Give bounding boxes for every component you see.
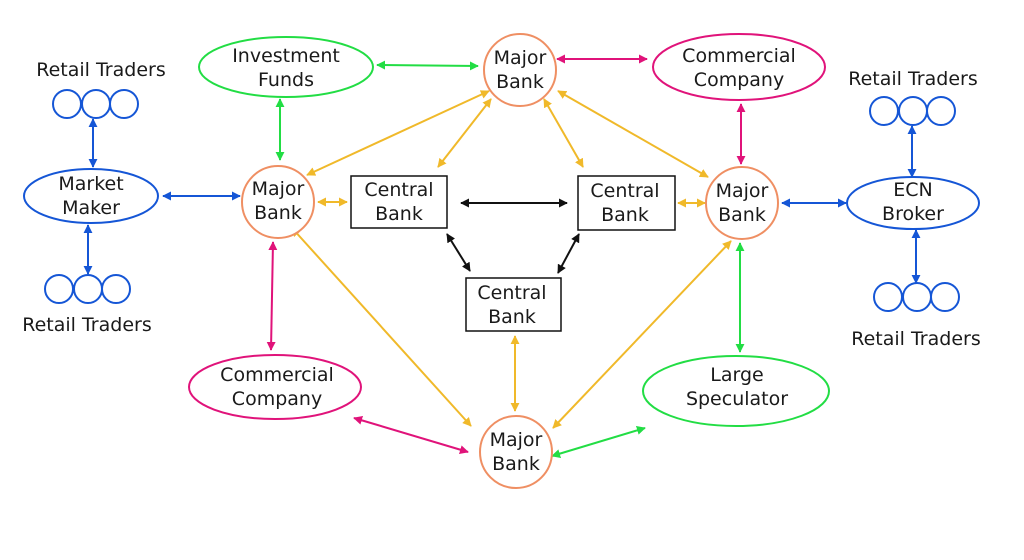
retail-traders-bottom-right xyxy=(873,282,960,312)
market-maker: Market Maker xyxy=(23,168,159,224)
major-bank-bottom: Major Bank xyxy=(479,415,553,489)
retail-trader-circle xyxy=(101,274,131,304)
commercial-company-bottom-line1: Commercial xyxy=(220,364,334,386)
market-maker-line2: Maker xyxy=(62,197,120,219)
investment-funds-line2: Funds xyxy=(258,69,314,91)
link-central-left-central-bottom xyxy=(446,233,471,272)
major-bank-left-line1: Major xyxy=(252,178,305,200)
major-bank-top: Major Bank xyxy=(483,33,557,107)
central-bank-bottom-line1: Central xyxy=(477,282,546,304)
retail-trader-circle xyxy=(109,89,139,119)
retail-traders-bottom-left xyxy=(44,274,131,304)
link-left-bank-bottom-bank xyxy=(291,227,472,427)
retail-trader-circle xyxy=(73,274,103,304)
ecn-broker-line2: Broker xyxy=(882,203,944,225)
large-speculator-line1: Large xyxy=(710,364,763,386)
major-bank-bottom-line1: Major xyxy=(490,429,543,451)
link-central-right-central-bottom xyxy=(557,233,580,274)
commercial-company-bottom-line2: Company xyxy=(232,388,322,410)
central-bank-left-line1: Central xyxy=(364,179,433,201)
large-speculator-line2: Speculator xyxy=(686,388,788,410)
major-bank-right-line1: Major xyxy=(716,180,769,202)
retail-trader-circle xyxy=(930,282,960,312)
retail-trader-circle xyxy=(81,89,111,119)
retail-traders-bottom-right-label: Retail Traders xyxy=(851,328,980,350)
commercial-company-top-line1: Commercial xyxy=(682,45,796,67)
retail-trader-circle xyxy=(898,96,928,126)
link-top-bank-central-right xyxy=(543,98,584,168)
major-bank-top-line1: Major xyxy=(494,47,547,69)
central-bank-right-line2: Bank xyxy=(601,204,649,226)
central-bank-left: Central Bank xyxy=(350,175,448,229)
market-maker-line1: Market xyxy=(58,173,123,195)
central-bank-right: Central Bank xyxy=(577,175,676,231)
link-left-bank-commercial-bottom xyxy=(266,241,278,351)
retail-traders-top-left-label: Retail Traders xyxy=(36,59,165,81)
retail-traders-top-right-label: Retail Traders xyxy=(848,68,977,90)
major-bank-left: Major Bank xyxy=(241,165,315,239)
link-right-bank-bottom-bank xyxy=(552,240,732,429)
retail-traders-bottom-left-label: Retail Traders xyxy=(22,314,151,336)
commercial-company-bottom: Commercial Company xyxy=(188,354,362,420)
commercial-company-top: Commercial Company xyxy=(652,33,826,101)
retail-trader-circle xyxy=(926,96,956,126)
link-top-bank-central-left xyxy=(437,98,492,168)
link-investment-top-bank xyxy=(376,60,479,71)
retail-traders-top-right xyxy=(869,96,956,126)
major-bank-left-line2: Bank xyxy=(254,202,302,224)
major-bank-top-line2: Bank xyxy=(496,71,544,93)
retail-trader-circle xyxy=(902,282,932,312)
link-top-bank-left-bank xyxy=(306,90,490,176)
central-bank-right-line1: Central xyxy=(590,180,659,202)
ecn-broker: ECN Broker xyxy=(846,176,980,230)
retail-trader-circle xyxy=(52,89,82,119)
central-bank-bottom: Central Bank xyxy=(465,277,562,332)
link-bottom-bank-speculator xyxy=(551,426,646,458)
retail-trader-circle xyxy=(44,274,74,304)
major-bank-bottom-line2: Bank xyxy=(492,453,540,475)
retail-trader-circle xyxy=(873,282,903,312)
major-bank-right: Major Bank xyxy=(705,166,779,240)
retail-traders-top-left xyxy=(52,89,139,119)
connections xyxy=(83,54,921,458)
central-bank-left-line2: Bank xyxy=(375,203,423,225)
central-bank-bottom-line2: Bank xyxy=(488,306,536,328)
commercial-company-top-line2: Company xyxy=(694,69,784,91)
major-bank-right-line2: Bank xyxy=(718,204,766,226)
large-speculator: Large Speculator xyxy=(642,355,830,427)
investment-funds-line1: Investment xyxy=(232,45,340,67)
ecn-broker-line1: ECN xyxy=(893,179,932,201)
investment-funds: Investment Funds xyxy=(198,36,374,98)
link-commercial-bottom-bottom-bank xyxy=(353,416,469,454)
retail-trader-circle xyxy=(869,96,899,126)
